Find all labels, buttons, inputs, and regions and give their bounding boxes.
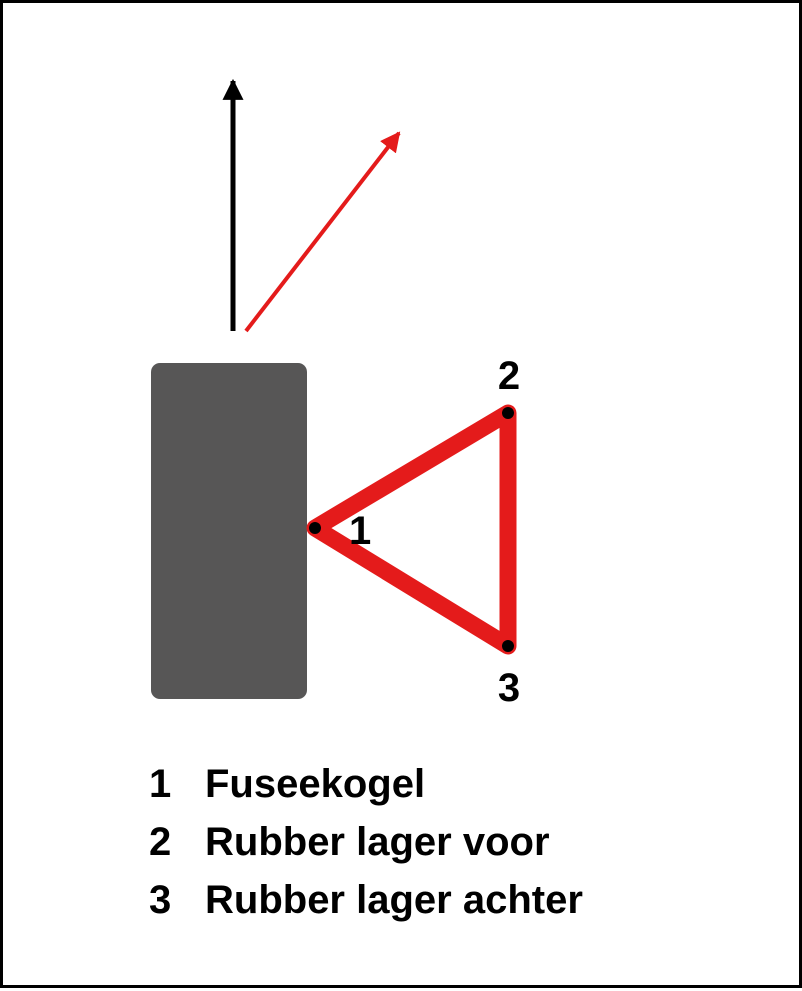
legend-item: 2 Rubber lager voor [149,813,583,871]
wishbone-arm [306,404,517,655]
legend-number: 3 [149,877,172,922]
legend-text: Rubber lager voor [205,819,550,864]
steering-direction-arrow [244,131,401,333]
legend-item: 1 Fuseekogel [149,755,583,813]
legend-number: 1 [149,761,172,806]
front-bushing-dot [502,407,514,419]
point-label-3: 3 [498,666,520,710]
legend: 1 Fuseekogel 2 Rubber lager voor 3 Rubbe… [149,755,583,929]
point-label-2: 2 [498,354,520,398]
legend-number: 2 [149,819,172,864]
legend-text: Fuseekogel [205,761,426,806]
legend-item: 3 Rubber lager achter [149,871,583,929]
wheel [151,363,307,699]
legend-text: Rubber lager achter [205,877,583,922]
point-label-1: 1 [349,509,371,553]
suspension-diagram: 1 2 3 [151,78,520,710]
rear-bushing-dot [502,640,514,652]
ball-joint-dot [309,522,321,534]
